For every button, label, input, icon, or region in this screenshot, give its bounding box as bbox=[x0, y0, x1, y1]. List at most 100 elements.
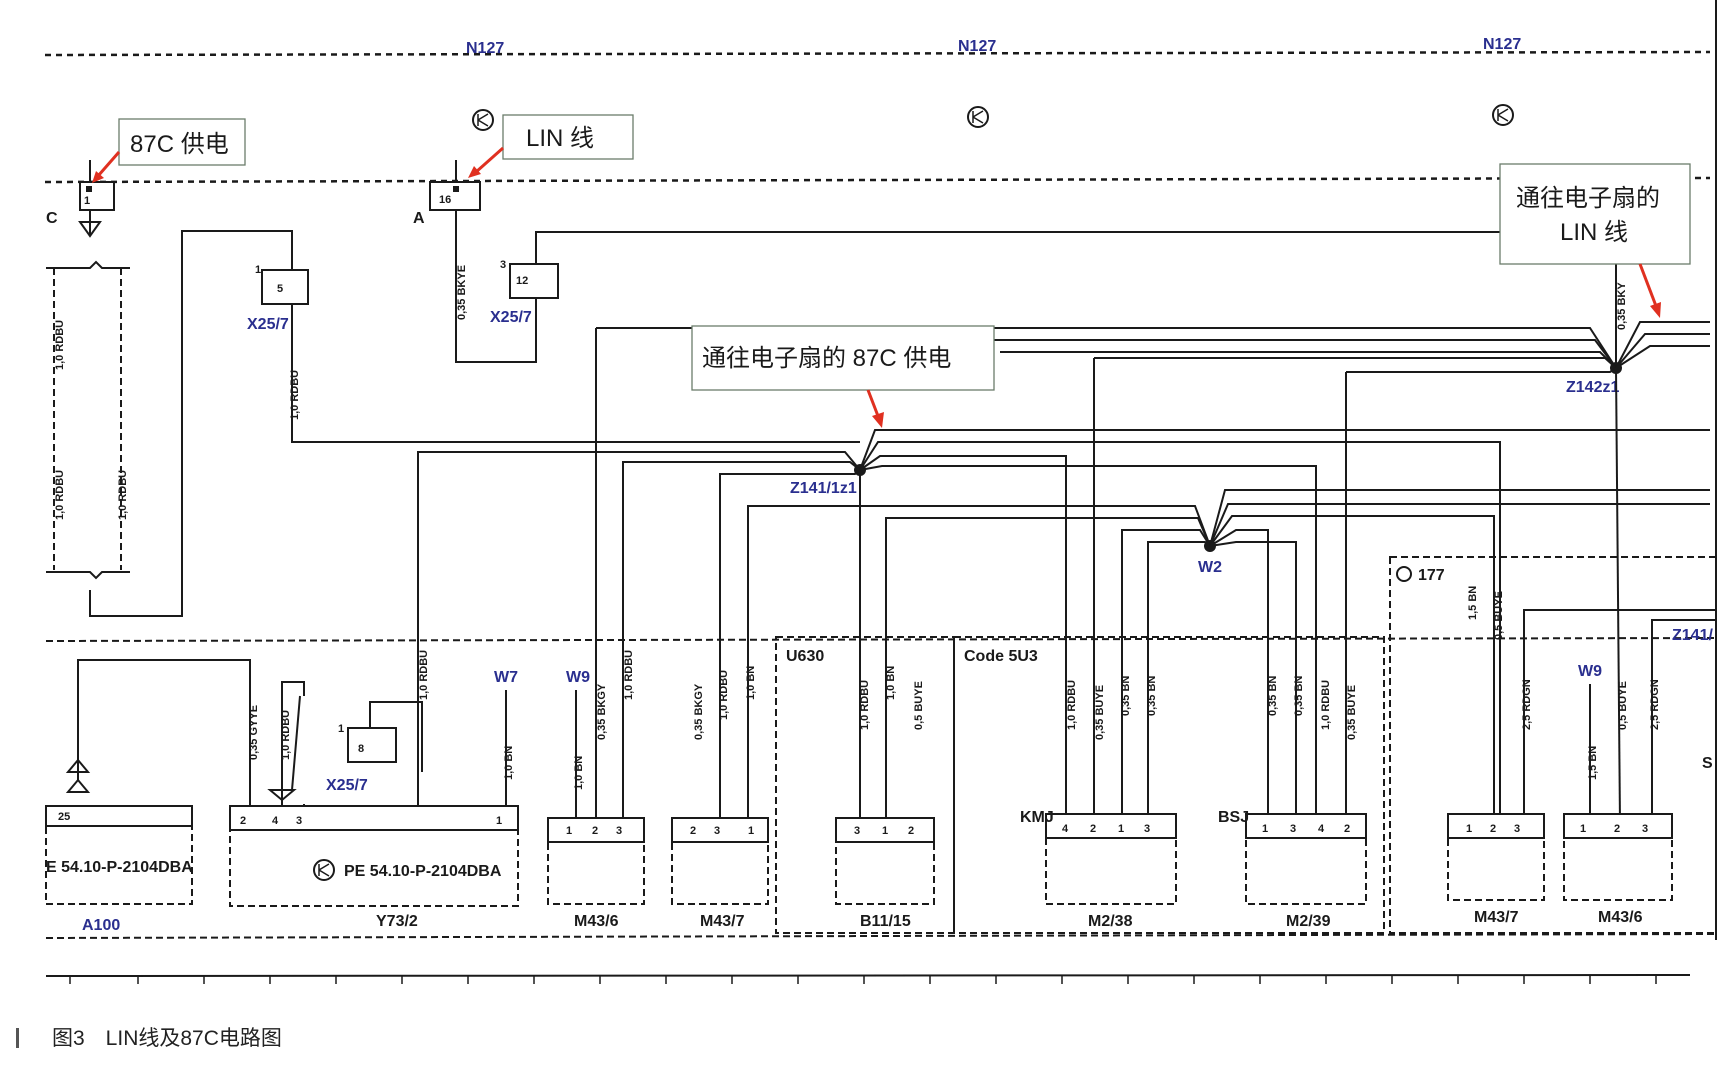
svg-text:3: 3 bbox=[1144, 823, 1150, 835]
svg-text:C: C bbox=[46, 210, 58, 227]
svg-text:M43/6: M43/6 bbox=[574, 913, 619, 930]
n127-label-2: N127 bbox=[958, 38, 996, 55]
component-y73-2: 2 4 3 1 PE 54.10-P-2104DBA Y73/2 bbox=[229, 805, 519, 930]
svg-text:1,0 RDBU: 1,0 RDBU bbox=[859, 680, 871, 730]
svg-text:X25/7: X25/7 bbox=[247, 316, 289, 333]
svg-text:0,35 BN: 0,35 BN bbox=[1120, 676, 1132, 716]
transistor-icon bbox=[313, 859, 335, 881]
svg-text:1,0 RDBU: 1,0 RDBU bbox=[418, 650, 430, 700]
svg-text:25: 25 bbox=[58, 811, 70, 823]
svg-text:1: 1 bbox=[1580, 823, 1586, 835]
grid-ruler bbox=[69, 976, 1657, 984]
svg-text:E 54.10-P-2104DBA: E 54.10-P-2104DBA bbox=[46, 859, 193, 876]
callout-fan-lin: 通往电子扇的 LIN 线 bbox=[1499, 163, 1691, 318]
svg-text:1: 1 bbox=[255, 264, 261, 276]
svg-text:0,35 BN: 0,35 BN bbox=[1146, 676, 1158, 716]
svg-text:1: 1 bbox=[882, 825, 888, 837]
transistor-icon bbox=[967, 106, 989, 128]
svg-text:M43/6: M43/6 bbox=[1598, 909, 1643, 926]
svg-text:通往电子扇的: 通往电子扇的 bbox=[1516, 185, 1660, 212]
svg-text:2: 2 bbox=[592, 825, 598, 837]
svg-text:2: 2 bbox=[1090, 823, 1096, 835]
svg-text:1: 1 bbox=[748, 825, 754, 837]
z142z1-label: Z142z1 bbox=[1566, 379, 1619, 396]
svg-text:3: 3 bbox=[616, 825, 622, 837]
svg-text:1,0 BN: 1,0 BN bbox=[503, 746, 515, 780]
svg-text:3: 3 bbox=[1290, 823, 1296, 835]
svg-text:1,0 BN: 1,0 BN bbox=[745, 666, 757, 700]
svg-text:2,5 RDGN: 2,5 RDGN bbox=[1649, 679, 1661, 730]
svg-text:2: 2 bbox=[908, 825, 914, 837]
z141-1z1-label: Z141/1z1 bbox=[790, 480, 857, 497]
svg-text:W9: W9 bbox=[566, 669, 590, 686]
svg-text:1: 1 bbox=[1118, 823, 1124, 835]
svg-text:3: 3 bbox=[1514, 823, 1520, 835]
svg-text:0,5 BUYE: 0,5 BUYE bbox=[913, 681, 925, 730]
svg-text:0,35 BKY: 0,35 BKY bbox=[1616, 282, 1628, 330]
svg-text:S: S bbox=[1702, 755, 1713, 772]
svg-text:1,0 RDBU: 1,0 RDBU bbox=[117, 470, 129, 520]
svg-text:0,35 BN: 0,35 BN bbox=[1293, 676, 1305, 716]
component-m43-7-right: 1 2 3 M43/7 bbox=[1447, 813, 1545, 926]
svg-text:1,0 RDBU: 1,0 RDBU bbox=[280, 710, 292, 760]
code-5u3-box bbox=[953, 636, 1385, 934]
svg-text:1: 1 bbox=[1262, 823, 1268, 835]
svg-text:87C 供电: 87C 供电 bbox=[130, 131, 229, 158]
svg-text:1,0 RDBU: 1,0 RDBU bbox=[54, 320, 66, 370]
svg-text:8: 8 bbox=[358, 743, 364, 755]
svg-text:1,0 BN: 1,0 BN bbox=[573, 756, 585, 790]
component-m43-7: 2 3 1 M43/7 bbox=[671, 817, 769, 930]
component-m43-6-right: 1 2 3 M43/6 bbox=[1563, 813, 1673, 926]
svg-text:3: 3 bbox=[1642, 823, 1648, 835]
svg-text:2: 2 bbox=[1614, 823, 1620, 835]
svg-text:0,35 GYYE: 0,35 GYYE bbox=[248, 705, 260, 760]
component-b11-15: 3 1 2 B11/15 bbox=[835, 817, 935, 930]
callout-lin: LIN 线 bbox=[468, 114, 634, 178]
connector-x25-7-left: 1 5 X25/7 bbox=[247, 264, 309, 333]
svg-text:PE 54.10-P-2104DBA: PE 54.10-P-2104DBA bbox=[344, 863, 502, 880]
svg-text:0,5 BUYE: 0,5 BUYE bbox=[1617, 681, 1629, 730]
caption-marker bbox=[16, 1028, 19, 1048]
connector-x25-7-lower: 1 8 X25/7 bbox=[326, 723, 397, 794]
svg-text:M43/7: M43/7 bbox=[700, 913, 745, 930]
svg-text:A: A bbox=[413, 210, 425, 227]
svg-text:0,35 BUYE: 0,35 BUYE bbox=[1346, 685, 1358, 740]
svg-text:0,35 BN: 0,35 BN bbox=[1267, 676, 1279, 716]
svg-text:4: 4 bbox=[1062, 823, 1069, 835]
figure-caption: 图3 LIN线及87C电路图 bbox=[52, 1027, 282, 1050]
svg-text:1,0 RDBU: 1,0 RDBU bbox=[623, 650, 635, 700]
svg-text:1,0 RDBU: 1,0 RDBU bbox=[289, 370, 301, 420]
svg-text:3: 3 bbox=[296, 815, 302, 827]
callout-fan-87c: 通往电子扇的 87C 供电 bbox=[691, 325, 995, 428]
n127-label-1: N127 bbox=[466, 40, 504, 57]
svg-text:B11/15: B11/15 bbox=[860, 913, 911, 930]
code-177-box bbox=[1389, 556, 1717, 934]
svg-text:Code 5U3: Code 5U3 bbox=[964, 648, 1038, 665]
transistor-icon bbox=[472, 109, 494, 131]
svg-text:2: 2 bbox=[1490, 823, 1496, 835]
w2-label: W2 bbox=[1198, 559, 1222, 576]
svg-text:16: 16 bbox=[439, 194, 451, 206]
connector-c: 1 C bbox=[46, 160, 115, 227]
svg-text:M2/39: M2/39 bbox=[1286, 913, 1331, 930]
svg-text:通往电子扇的 87C 供电: 通往电子扇的 87C 供电 bbox=[702, 345, 951, 372]
svg-text:2: 2 bbox=[1344, 823, 1350, 835]
svg-text:2: 2 bbox=[690, 825, 696, 837]
component-m43-6: 1 2 3 M43/6 bbox=[547, 817, 645, 930]
svg-text:3: 3 bbox=[854, 825, 860, 837]
svg-text:0,35 BKYE: 0,35 BKYE bbox=[456, 265, 468, 320]
svg-text:3: 3 bbox=[500, 259, 506, 271]
svg-text:BSJ: BSJ bbox=[1218, 809, 1249, 826]
svg-text:1: 1 bbox=[496, 815, 502, 827]
svg-text:1,5 BN: 1,5 BN bbox=[1467, 586, 1479, 620]
n127-bus-line-top bbox=[44, 50, 1711, 57]
svg-text:Y73/2: Y73/2 bbox=[376, 913, 418, 930]
callout-87c-supply: 87C 供电 bbox=[92, 118, 246, 183]
svg-text:M2/38: M2/38 bbox=[1088, 913, 1133, 930]
svg-text:1,0 BN: 1,0 BN bbox=[885, 666, 897, 700]
svg-text:1: 1 bbox=[1466, 823, 1472, 835]
n127-label-3: N127 bbox=[1483, 36, 1521, 53]
svg-text:KMJ: KMJ bbox=[1020, 809, 1054, 826]
svg-text:2,5 RDGN: 2,5 RDGN bbox=[1521, 679, 1533, 730]
